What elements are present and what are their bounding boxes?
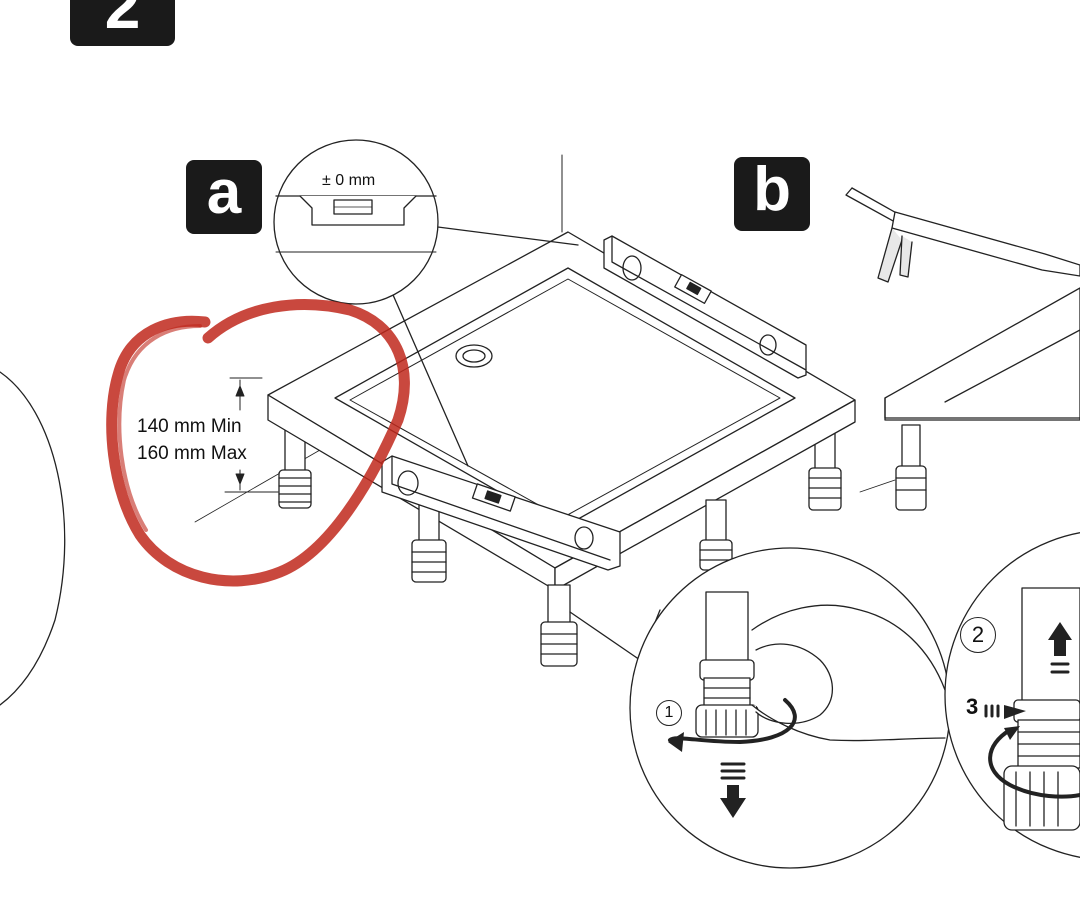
step-2-marker: 2 <box>960 617 996 653</box>
spirit-level-icon <box>381 455 621 571</box>
level-callout <box>273 139 579 467</box>
red-annotation-loop <box>106 299 410 587</box>
step-3-marker: 3 <box>966 694 979 719</box>
rotate-arrow-icon <box>988 728 1080 799</box>
height-dimension <box>224 377 279 493</box>
detail-circle-2 <box>944 532 1080 858</box>
height-max-label: 160 mm Max <box>137 443 247 464</box>
left-detail-circle <box>0 371 66 706</box>
adjustable-foot-icon <box>540 584 578 667</box>
panel-a-badge: a <box>186 160 262 234</box>
push-arrow-icon <box>984 704 1000 718</box>
down-arrow-icon <box>720 762 746 780</box>
shower-tray-b <box>859 287 1080 511</box>
height-min-label: 140 mm Min <box>137 416 242 437</box>
step-number-badge: 2 <box>70 0 175 46</box>
up-arrow-icon <box>1048 622 1072 674</box>
caulking-gun-icon <box>845 187 1080 283</box>
detail-circle-1 <box>569 547 951 869</box>
hand-icon <box>751 604 946 742</box>
level-readout: ± 0 mm <box>322 172 376 189</box>
spirit-level-icon <box>603 235 807 379</box>
adjustable-foot-icon <box>895 424 927 511</box>
step-1-marker: 1 <box>656 700 682 726</box>
shower-tray-a <box>267 231 856 667</box>
panel-b-badge: b <box>734 157 810 231</box>
adjustable-foot-icon <box>699 499 733 571</box>
